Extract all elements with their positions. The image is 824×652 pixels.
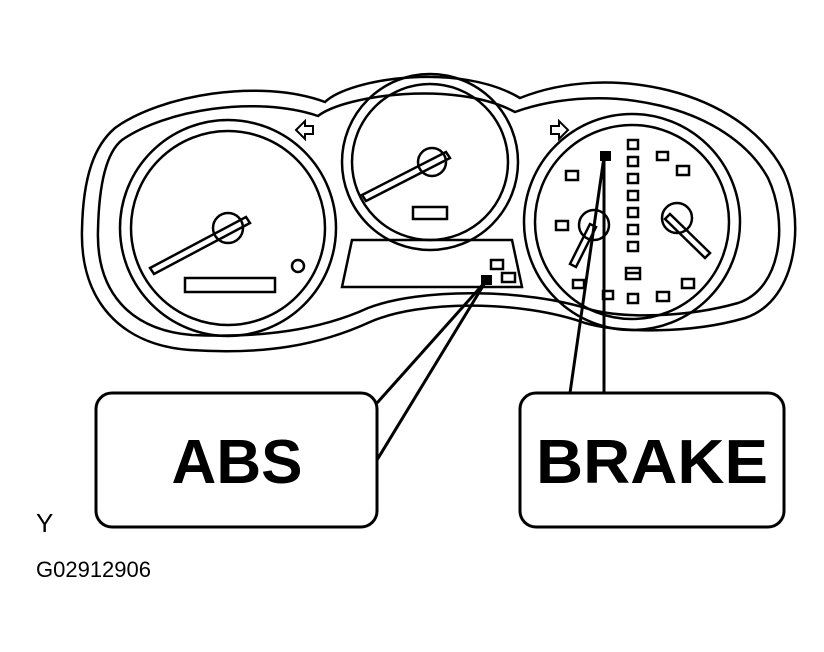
left-arrow-icon <box>294 118 314 142</box>
left-gauge-outer-ring <box>118 118 338 338</box>
abs-leader-line <box>375 280 488 404</box>
figure-code: G02912906 <box>36 557 151 582</box>
abs-callout-box <box>94 391 379 529</box>
view-letter: Y <box>36 508 53 538</box>
right-arrow-icon <box>550 118 570 142</box>
cluster-inner-outline <box>96 92 781 337</box>
warning-lamp <box>626 155 640 168</box>
left-gauge-inner-ring <box>129 129 327 327</box>
left-gauge-display <box>183 276 277 294</box>
center-gauge <box>340 72 520 252</box>
warning-lamp <box>626 206 640 219</box>
cluster-housing <box>80 75 797 353</box>
warning-lamp <box>626 223 640 236</box>
center-gauge-needle-hub <box>416 146 448 178</box>
indicator-lamp <box>554 219 570 232</box>
right-gauge-right-hub <box>660 201 694 235</box>
warning-lamp <box>626 189 640 202</box>
abs-leader-line <box>375 280 488 461</box>
indicator-panel <box>340 238 524 289</box>
warning-lamp <box>626 172 640 185</box>
callout-leaders <box>375 156 606 461</box>
center-gauge-inner-ring <box>350 82 510 242</box>
left-gauge <box>118 118 338 338</box>
center-gauge-outer-ring <box>340 72 520 252</box>
warning-lamp <box>626 138 640 151</box>
left-gauge-needle <box>148 215 252 276</box>
brake-warning-lamp <box>600 151 611 161</box>
center-gauge-display <box>411 205 449 221</box>
right-gauge-left-needle <box>568 222 598 269</box>
indicator-lamp <box>489 258 505 271</box>
indicator-lamp <box>655 290 671 303</box>
right-gauge <box>522 112 742 332</box>
warning-lamp <box>626 292 640 305</box>
brake-callout-box <box>518 391 786 529</box>
indicator-lamp <box>655 150 670 162</box>
brake-callout: BRAKE <box>518 391 786 529</box>
indicator-panel-outline <box>340 238 524 289</box>
indicator-lamp <box>680 277 696 290</box>
brake-leader-line <box>568 156 606 394</box>
right-gauge-inner-ring <box>533 123 731 321</box>
abs-warning-lamp <box>481 275 492 285</box>
cluster-outer-outline <box>80 75 797 353</box>
warning-lamp <box>626 240 640 253</box>
right-gauge-left-hub <box>577 208 611 242</box>
left-gauge-reset-knob <box>290 258 306 274</box>
center-gauge-needle <box>360 150 452 203</box>
indicator-lamp <box>675 164 691 177</box>
brake-callout-label: BRAKE <box>536 428 768 497</box>
abs-callout-label: ABS <box>172 428 303 497</box>
indicator-lamp <box>571 278 586 290</box>
indicator-lamp <box>564 169 580 182</box>
right-gauge-outer-ring <box>522 112 742 332</box>
abs-callout: ABS <box>94 391 379 529</box>
right-gauge-right-needle <box>663 212 712 260</box>
indicator-lamp <box>500 271 517 284</box>
